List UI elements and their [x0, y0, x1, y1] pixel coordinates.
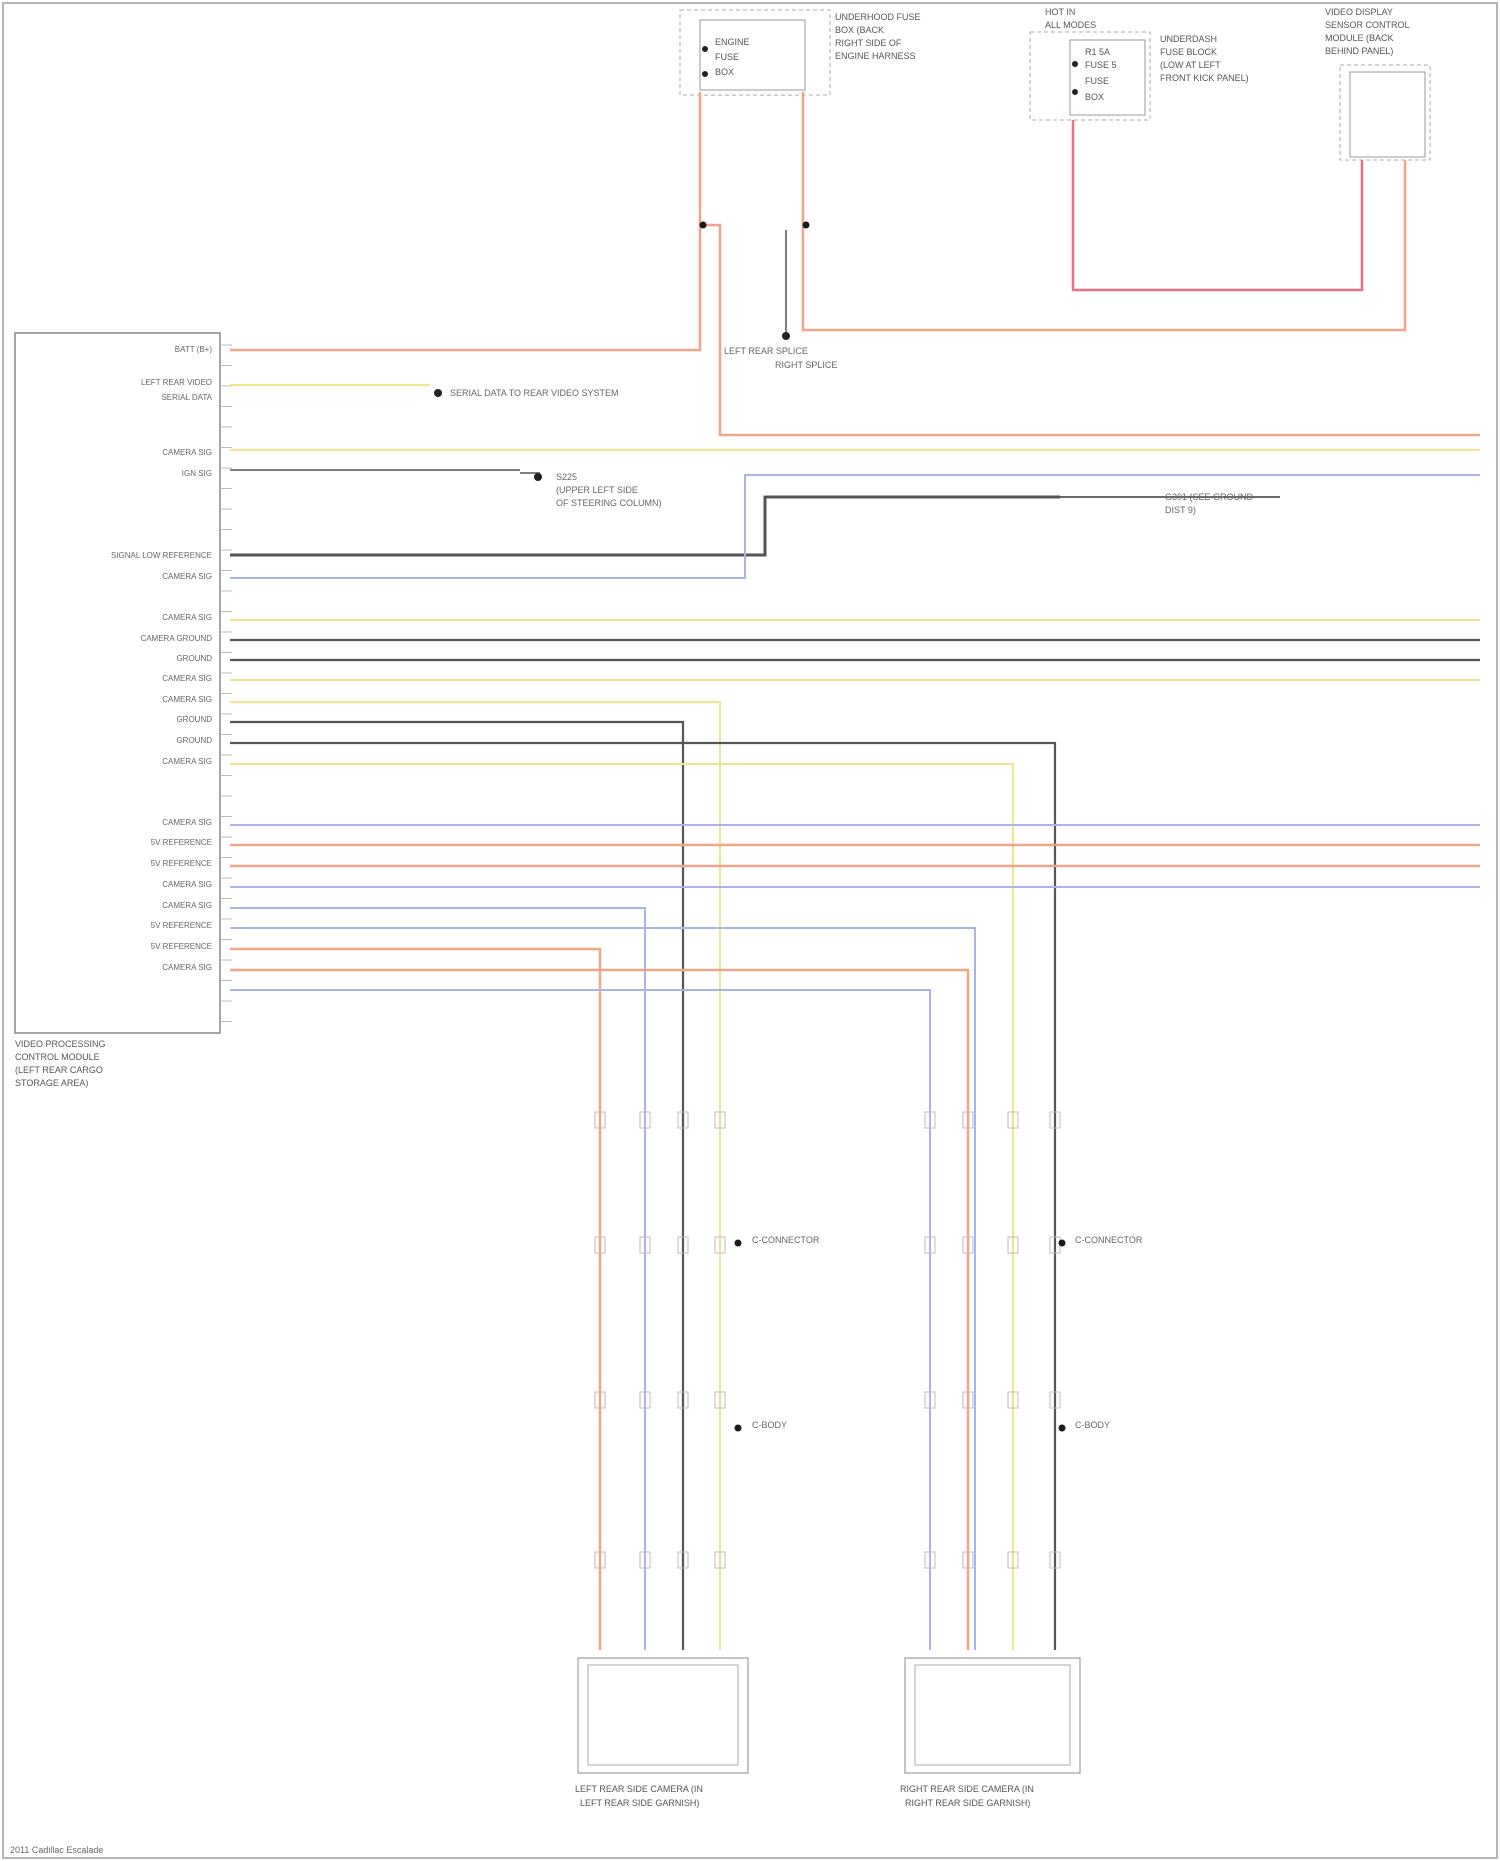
left-ground-wire [230, 722, 683, 1650]
left-ref-5v-wire [230, 949, 600, 1650]
relay-side-1: UNDERDASH [1160, 34, 1217, 44]
right-camera-label-2: RIGHT REAR SIDE GARNISH) [905, 1798, 1030, 1808]
left-camera-sig-wire-2 [230, 908, 645, 1650]
fuse-box-side-2: BOX (BACK [835, 25, 884, 35]
relay-line-3: FUSE [1085, 76, 1109, 86]
right-camera-sig-wire [230, 764, 1013, 1650]
relay-line-1: R1 5A [1085, 47, 1110, 57]
splice-dot [803, 222, 810, 229]
module-pin-label: CAMERA SIG [162, 448, 212, 457]
fuse-box-line-1: ENGINE [715, 37, 750, 47]
relay-line-2: FUSE 5 [1085, 60, 1117, 70]
splice-note-1: S225 [556, 472, 577, 482]
module-pin-label: SERIAL DATA [161, 393, 212, 402]
module-pin-label: CAMERA GROUND [140, 634, 212, 643]
camera-sig-wire-2 [230, 475, 1480, 578]
underhood-fuse-box: ENGINE FUSE BOX UNDERHOOD FUSE BOX (BACK… [680, 10, 921, 95]
sensor-title-1: VIDEO DISPLAY [1325, 7, 1393, 17]
module-label-1: VIDEO PROCESSING [15, 1039, 106, 1049]
relay-side-4: FRONT KICK PANEL) [1160, 73, 1249, 83]
module-pin-label: CAMERA SIG [162, 818, 212, 827]
sensor-title-2: SENSOR CONTROL [1325, 20, 1410, 30]
left-splice-note: LEFT REAR SPLICE [724, 346, 808, 356]
serial-note: SERIAL DATA TO REAR VIDEO SYSTEM [450, 388, 619, 398]
module-pin-label: GROUND [176, 715, 212, 724]
module-pin-label: CAMERA SIG [162, 695, 212, 704]
fuse-box-side-4: ENGINE HARNESS [835, 51, 916, 61]
relay-side-2: FUSE BLOCK [1160, 47, 1217, 57]
splice-dot [700, 222, 707, 229]
splice-dot [1059, 1425, 1066, 1432]
module-pin-label: CAMERA SIG [162, 572, 212, 581]
module-label: VIDEO PROCESSING CONTROL MODULE (LEFT RE… [15, 1039, 106, 1088]
module-pin-labels: BATT (B+) LEFT REAR VIDEO SERIAL DATA CAMER… [111, 345, 213, 972]
right-conn-label-1: C-CONNECTOR [1075, 1235, 1143, 1245]
right-rear-camera: RIGHT REAR SIDE CAMERA (IN RIGHT REAR SI… [900, 1235, 1143, 1808]
module-pin-label: CAMERA SIG [162, 674, 212, 683]
left-rear-camera: LEFT REAR SIDE CAMERA (IN LEFT REAR SIDE… [575, 1235, 820, 1808]
left-conn-label-2: C-BODY [752, 1420, 787, 1430]
module-pin-label: 5V REFERENCE [151, 942, 212, 951]
notes: SERIAL DATA TO REAR VIDEO SYSTEM S225 (U… [434, 332, 1254, 515]
module-pin-label: 5V REFERENCE [151, 921, 212, 930]
left-camera-label-1: LEFT REAR SIDE CAMERA (IN [575, 1784, 703, 1794]
hot-label-2: ALL MODES [1045, 20, 1096, 30]
right-camera-label-1: RIGHT REAR SIDE CAMERA (IN [900, 1784, 1034, 1794]
left-conn-label-1: C-CONNECTOR [752, 1235, 820, 1245]
fuse-box-line-2: FUSE [715, 52, 739, 62]
module-pin-label: CAMERA SIG [162, 613, 212, 622]
right-splice-note: RIGHT SPLICE [775, 360, 837, 370]
module-label-3: (LEFT REAR CARGO [15, 1065, 103, 1075]
page-border [3, 3, 1497, 1858]
fuse-box-side-3: RIGHT SIDE OF [835, 38, 902, 48]
relay-line-4: BOX [1085, 92, 1104, 102]
module-pin-label: IGN SIG [182, 469, 212, 478]
left-camera-label-2: LEFT REAR SIDE GARNISH) [580, 1798, 699, 1808]
footer: 2011 Cadillac Escalade [10, 1845, 103, 1855]
module-pin-label: CAMERA SIG [162, 880, 212, 889]
right-conn-label-2: C-BODY [1075, 1420, 1110, 1430]
module-label-2: CONTROL MODULE [15, 1052, 100, 1062]
module-pin-label: SIGNAL LOW REFERENCE [111, 551, 212, 560]
module-pin-label: LEFT REAR VIDEO [141, 378, 212, 387]
splice-note-3: OF STEERING COLUMN) [556, 498, 662, 508]
module-label-4: STORAGE AREA) [15, 1078, 88, 1088]
underdash-fuse-block: HOT IN ALL MODES R1 5A FUSE 5 FUSE BOX U… [1030, 7, 1249, 120]
right-ground-wire [230, 743, 1055, 1650]
module-pin-label: GROUND [176, 654, 212, 663]
ground-note-2: DIST 9) [1165, 505, 1196, 515]
relay-side-3: (LOW AT LEFT [1160, 60, 1221, 70]
module-pin-label: CAMERA SIG [162, 901, 212, 910]
video-display-sensor-module: VIDEO DISPLAY SENSOR CONTROL MODULE (BAC… [1325, 7, 1430, 160]
sensor-title-4: BEHIND PANEL) [1325, 46, 1393, 56]
splice-dot [1059, 1240, 1066, 1247]
wires [220, 92, 1480, 1650]
fuse-to-sensor-wire [803, 92, 1405, 330]
module-pin-label: CAMERA SIG [162, 963, 212, 972]
right-camera-sig-wire-2 [230, 928, 975, 1650]
module-pin-label: 5V REFERENCE [151, 859, 212, 868]
splice-note-2: (UPPER LEFT SIDE [556, 485, 638, 495]
hot-label-1: HOT IN [1045, 7, 1075, 17]
module-pin-label: 5V REFERENCE [151, 838, 212, 847]
fuse-box-side-1: UNDERHOOD FUSE [835, 12, 921, 22]
module-pin-label: GROUND [176, 736, 212, 745]
sensor-title-3: MODULE (BACK [1325, 33, 1394, 43]
batt-feed-wire [230, 92, 700, 350]
ign-to-sensor-wire [1073, 120, 1362, 290]
splice-dot [735, 1425, 742, 1432]
ground-note-1: G301 (SEE GROUND [1165, 492, 1254, 502]
right-camera-sig-wire-3 [230, 990, 930, 1650]
module-pin-label: BATT (B+) [175, 345, 213, 354]
module-pin-label: CAMERA SIG [162, 757, 212, 766]
fuse-box-line-3: BOX [715, 67, 734, 77]
splice-dot [735, 1240, 742, 1247]
